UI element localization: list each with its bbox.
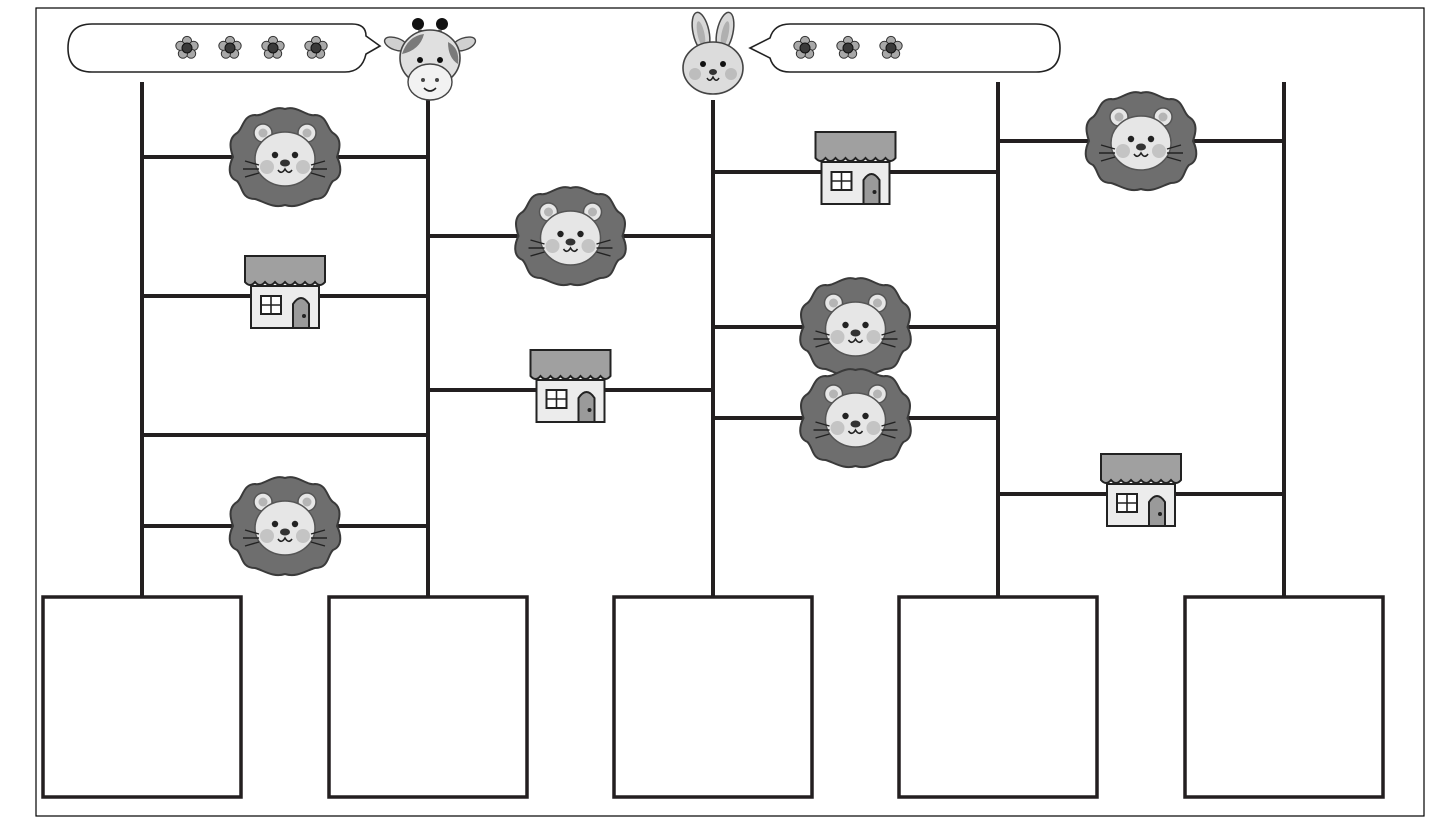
answer-box-1[interactable]: [41, 595, 243, 799]
house-icon: [529, 349, 612, 423]
lion-icon: [228, 476, 342, 577]
giraffe-speech-bubble: [67, 23, 382, 73]
rabbit-speech-bubble: [748, 23, 1061, 73]
page-frame: [35, 7, 1425, 817]
rabbit-icon: [682, 11, 744, 95]
lion-icon: [514, 186, 627, 287]
lion-icon: [799, 277, 912, 378]
house-icon: [814, 131, 897, 205]
answer-box-5[interactable]: [1183, 595, 1385, 799]
answer-box-3[interactable]: [612, 595, 814, 799]
lion-icon: [799, 368, 912, 469]
answer-box-2[interactable]: [327, 595, 529, 799]
house-icon: [1100, 453, 1182, 527]
house-icon: [244, 255, 326, 329]
lion-icon: [228, 107, 342, 208]
giraffe-icon: [383, 18, 477, 101]
answer-box-4[interactable]: [897, 595, 1099, 799]
lion-icon: [1084, 91, 1198, 192]
